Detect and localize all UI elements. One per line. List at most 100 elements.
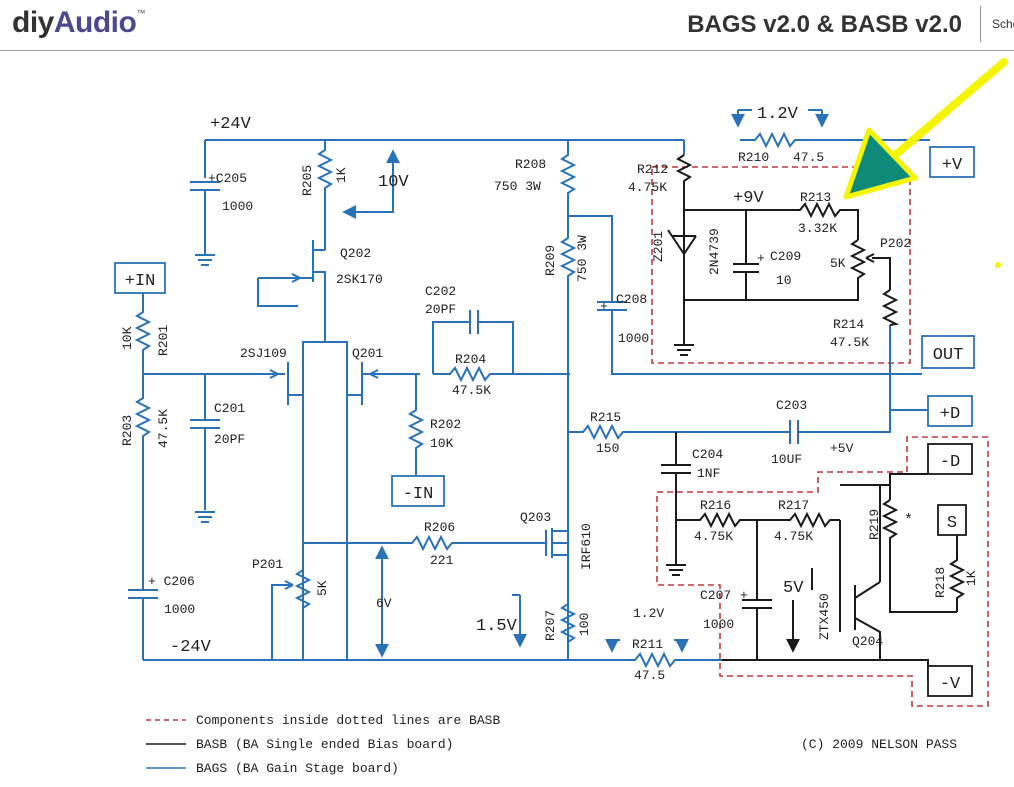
terminal-plus-d [927, 395, 973, 427]
c204-val: 1NF [697, 466, 720, 481]
basb-outline-bottom [656, 436, 989, 707]
rail-label-pos5: +5V [830, 441, 854, 456]
voltage-label-10v: 10V [378, 173, 409, 192]
r208-val: 750 3W [494, 179, 541, 194]
r202-ref: R202 [430, 417, 461, 432]
voltage-label-5v: 5V [783, 579, 804, 598]
terminal-s-label: S [947, 514, 957, 533]
c208-val: 1000 [618, 331, 649, 346]
terminal-minus-in [391, 475, 445, 507]
c205-ref: +C205 [208, 171, 247, 186]
bags-wiring [128, 109, 930, 669]
r202-val: 10K [430, 436, 454, 451]
rail-label-pos9: +9V [733, 189, 764, 208]
r208-ref: R208 [515, 157, 546, 172]
page-title: BAGS v2.0 & BASB v2.0 [687, 11, 962, 38]
rail-label-neg24: -24V [170, 638, 212, 657]
r218-val: 1K [964, 570, 979, 586]
voltage-label-6v: 6V [376, 596, 392, 611]
r217-val: 4.75K [774, 529, 813, 544]
r209-ref: R209 [543, 245, 558, 276]
r219-val: * [904, 512, 913, 529]
r217-ref: R217 [778, 498, 809, 513]
r205-val: 1K [334, 167, 349, 183]
r204-ref: R204 [455, 352, 486, 367]
q202-ref: Q202 [340, 246, 371, 261]
c201-val: 20PF [214, 432, 245, 447]
r212-val: 4.75K [628, 180, 667, 195]
r201-val: 10K [120, 326, 135, 350]
rail-label-pos24: +24V [210, 115, 252, 134]
component-labels: +C205 1000 R205 1K Q202 2SK170 R208 750 … [120, 150, 979, 683]
p201-ref: P201 [252, 557, 283, 572]
r215-ref: R215 [590, 410, 621, 425]
logo-text-audio: Audio [53, 6, 137, 39]
r213-ref: R213 [800, 190, 831, 205]
c208-ref: C208 [616, 292, 647, 307]
terminal-s [937, 504, 967, 536]
c205-val: 1000 [222, 199, 253, 214]
r210-val: 47.5 [793, 150, 824, 165]
trademark-mark: ™ [136, 8, 145, 18]
terminal-boxes-basb [927, 443, 973, 697]
c208-plus: + [600, 299, 608, 314]
p202-val: 5K [830, 256, 846, 271]
r205-ref: R205 [300, 165, 315, 196]
terminal-minus-in-label: -IN [403, 485, 434, 504]
terminal-boxes [114, 146, 975, 507]
q202-val: 2SK170 [336, 272, 383, 287]
c207-ref: C207 [700, 588, 731, 603]
terminal-out-label: OUT [933, 346, 964, 365]
diyaudio-logo[interactable]: diyAudio™ [12, 6, 145, 40]
r218-ref: R218 [933, 567, 948, 598]
c203-val: 10UF [771, 452, 802, 467]
terminal-minus-d [927, 443, 973, 475]
voltage-label-1-5v: 1.5V [476, 617, 518, 636]
q203-ref: Q203 [520, 510, 551, 525]
r214-ref: R214 [833, 317, 864, 332]
r211-ref: R211 [632, 637, 663, 652]
r219-ref: R219 [867, 509, 882, 540]
r203-val: 47.5K [156, 409, 171, 448]
terminal-plus-v-label: +V [942, 156, 963, 175]
terminal-minus-v [927, 665, 973, 697]
c203-ref: C203 [776, 398, 807, 413]
r206-ref: R206 [424, 520, 455, 535]
legend: Components inside dotted lines are BASB … [146, 713, 500, 776]
c209-val: 10 [776, 273, 792, 288]
r201-ref: R201 [156, 325, 171, 356]
c202-ref: C202 [425, 284, 456, 299]
r206-val: 221 [430, 553, 454, 568]
r213-val: 3.32K [798, 221, 837, 236]
p202-ref: P202 [880, 236, 911, 251]
r216-ref: R216 [700, 498, 731, 513]
terminal-plus-in-label: +IN [125, 272, 156, 291]
r210-ref: R210 [738, 150, 769, 165]
c207-plus: + [740, 588, 748, 603]
r207-val: 100 [577, 613, 592, 636]
c209-ref: C209 [770, 249, 801, 264]
c204-ref: C204 [692, 447, 723, 462]
r204-val: 47.5K [452, 383, 491, 398]
tab-schematic[interactable]: Sche [992, 17, 1014, 31]
legend-item-bags: BAGS (BA Gain Stage board) [196, 761, 399, 776]
copyright-text: (C) 2009 NELSON PASS [801, 737, 957, 752]
z201-val: 2N4739 [707, 228, 722, 275]
r215-val: 150 [596, 441, 619, 456]
c202-val: 20PF [425, 302, 456, 317]
app-header: diyAudio™ BAGS v2.0 & BASB v2.0 Sche [0, 0, 1014, 51]
terminal-out [921, 335, 975, 369]
c206-ref: + C206 [148, 574, 195, 589]
q204-ref: Q204 [852, 634, 883, 649]
c206-val: 1000 [164, 602, 195, 617]
p201-val: 5K [315, 580, 330, 596]
r203-ref: R203 [120, 415, 135, 446]
c209-plus: + [757, 251, 765, 266]
voltage-label-1-2v-top: 1.2V [757, 105, 799, 124]
c201-ref: C201 [214, 401, 245, 416]
z201-ref: Z201 [651, 231, 666, 262]
terminal-plus-d-label: +D [940, 405, 960, 424]
annotation-dot [995, 262, 1001, 268]
basb-wiring [661, 154, 966, 680]
